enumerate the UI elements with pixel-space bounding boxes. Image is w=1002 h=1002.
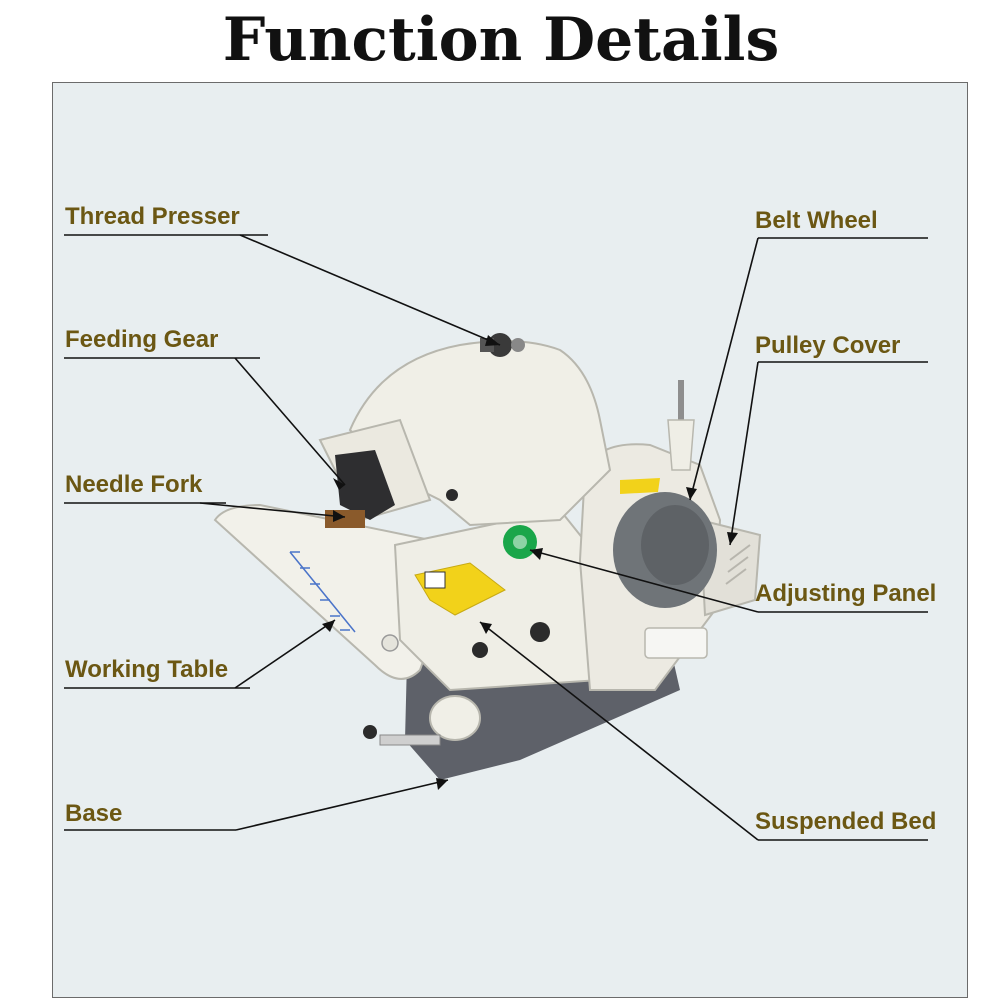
label-needle-fork: Needle Fork (65, 471, 203, 498)
leader-base (235, 779, 449, 831)
label-suspended-bed: Suspended Bed (755, 808, 937, 835)
label-adjusting-panel: Adjusting Panel (755, 580, 937, 607)
leader-adjusting-panel (529, 549, 759, 613)
leader-pulley-cover (729, 361, 759, 546)
leader-feeding-gear (234, 357, 346, 486)
label-base: Base (65, 800, 123, 827)
label-working-table: Working Table (65, 656, 229, 683)
needle-mechanism (335, 450, 395, 520)
page-title: Function Details (222, 5, 780, 75)
label-thread-presser: Thread Presser (65, 203, 240, 230)
label-feeding-gear: Feeding Gear (65, 326, 219, 353)
suspended-bed-body (393, 508, 601, 692)
leader-thread-presser (239, 234, 501, 346)
label-pulley-cover: Pulley Cover (755, 332, 901, 359)
label-belt-wheel: Belt Wheel (755, 207, 878, 234)
leader-suspended-bed (479, 621, 759, 841)
leader-needle-fork (199, 502, 346, 518)
needle-fork-part (325, 510, 365, 528)
leader-working-table (234, 619, 336, 689)
leader-belt-wheel (689, 237, 759, 501)
